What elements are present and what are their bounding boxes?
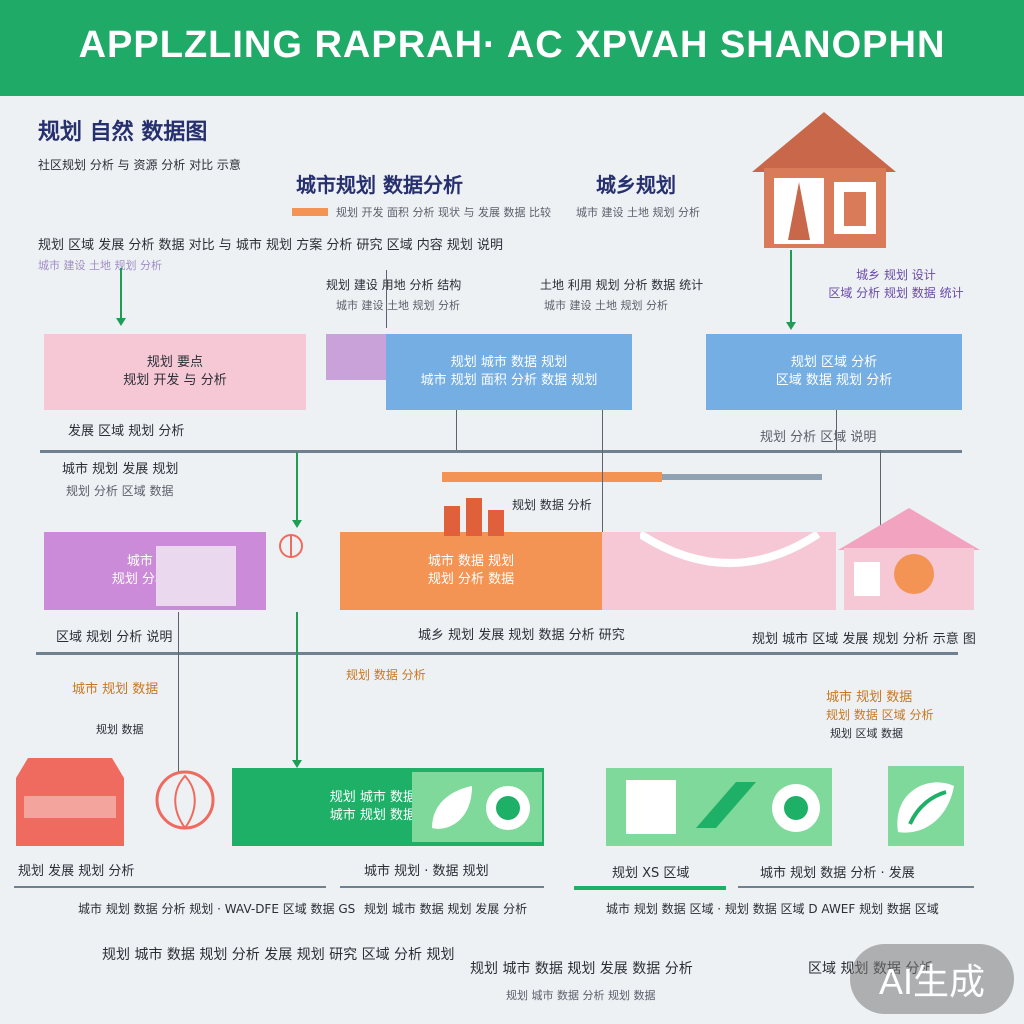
bottom-subline-2: 规划 城市 数据 规划 发展 分析 xyxy=(364,902,528,916)
house-caption-1: 城乡 规划 设计 xyxy=(856,268,936,282)
row1-label-right: 规划 分析 区域 说明 xyxy=(760,430,877,445)
bottom-label-2: 城市 规划 · 数据 规划 xyxy=(364,864,489,879)
footer-subline: 规划 城市 数据 分析 规划 数据 xyxy=(506,989,656,1002)
divider-line xyxy=(14,886,326,888)
connector-line xyxy=(836,410,837,450)
connector-arrow xyxy=(116,268,126,326)
bottom-label-3: 规划 XS 区域 xyxy=(612,866,690,881)
row2-note-1: 城市 规划 发展 规划 xyxy=(62,462,179,477)
row1-box-blue-line2: 城市 规划 面积 分析 数据 规划 xyxy=(420,373,598,388)
column-subtitle-2: 城市 建设 土地 规划 分析 xyxy=(576,206,700,219)
column-title-2: 城乡规划 xyxy=(596,173,676,197)
tree-icon xyxy=(888,766,964,846)
plant-icon xyxy=(155,770,215,830)
bottom-label-1: 规划 发展 规划 分析 xyxy=(18,864,135,879)
row3-note-2: 规划 数据 xyxy=(96,723,144,736)
row1-box-blue-2: 规划 区域 分析 区域 数据 规划 分析 xyxy=(706,334,962,410)
bottom-subline-3: 城市 规划 数据 区域 · 规划 数据 区域 D AWEF 规划 数据 区域 xyxy=(606,902,939,916)
row2-box-orange: 城市 数据 规划 规划 分析 数据 xyxy=(340,532,602,610)
house-icon xyxy=(752,112,896,248)
row2-label-center: 城乡 规划 发展 规划 数据 分析 研究 xyxy=(418,628,625,643)
mid-subnote-1: 城市 建设 土地 规划 分析 xyxy=(336,299,460,312)
divider-line xyxy=(738,886,974,888)
progress-accent xyxy=(442,472,662,482)
divider-line-green xyxy=(574,886,726,890)
row2-inset xyxy=(156,546,236,606)
description-line-2: 城市 建设 土地 规划 分析 xyxy=(38,259,162,272)
bottom-subline-1: 城市 规划 数据 分析 规划 · WAV-DFE 区域 数据 GS xyxy=(78,902,356,916)
row1-box-violet xyxy=(326,334,388,380)
connector-line xyxy=(386,270,387,328)
row3-right-3: 规划 区域 数据 xyxy=(830,727,903,740)
connector-arrow xyxy=(292,612,302,768)
page-title: APPLZLING RAPRAH· AC XPVAH SHANOPHN xyxy=(78,24,946,66)
connector-line xyxy=(880,450,881,532)
row1-box-pink: 规划 要点 规划 开发 与 分析 xyxy=(44,334,306,410)
row1-box-pink-line2: 规划 开发 与 分析 xyxy=(123,373,227,388)
column-subtitle-1: 规划 开发 面积 分析 现状 与 发展 数据 比较 xyxy=(336,206,551,219)
divider-line xyxy=(36,652,958,655)
footer-line-2: 规划 城市 数据 规划 发展 数据 分析 xyxy=(470,961,693,977)
row2-box-orange-line1: 城市 数据 规划 xyxy=(427,554,515,569)
row2-label-right: 规划 城市 区域 发展 规划 分析 示意 图 xyxy=(752,632,976,647)
divider-line xyxy=(340,886,544,888)
connector-line xyxy=(178,612,179,772)
divider-line xyxy=(40,450,962,453)
progress-track xyxy=(662,474,822,480)
description-line: 规划 区域 发展 分析 数据 对比 与 城市 规划 方案 分析 研究 区域 内容… xyxy=(38,238,503,253)
row2-box-orange-line2: 规划 分析 数据 xyxy=(427,572,515,587)
house-icon-pink xyxy=(838,508,980,610)
connector-arrow xyxy=(786,250,796,330)
bottom-label-4: 城市 规划 数据 分析 · 发展 xyxy=(760,866,915,881)
row1-box-blue-2-line1: 规划 区域 分析 xyxy=(790,355,878,370)
row2-label-left: 区域 规划 分析 说明 xyxy=(56,630,173,645)
connector-line xyxy=(456,410,457,450)
row1-box-blue-line1: 规划 城市 数据 规划 xyxy=(450,355,568,370)
row1-label-left: 发展 区域 规划 分析 xyxy=(68,424,185,439)
accent-bar xyxy=(292,208,328,216)
connector-arrow xyxy=(292,452,302,528)
row3-right-2: 规划 数据 区域 分析 xyxy=(826,708,934,722)
row3-note-1: 城市 规划 数据 xyxy=(72,682,159,697)
column-title-1: 城市规划 数据分析 xyxy=(296,173,463,197)
building-icon xyxy=(444,498,504,536)
section-title: 规划 自然 数据图 xyxy=(38,120,208,145)
leaf-icon-white xyxy=(412,772,542,842)
row2-note-2: 规划 分析 区域 数据 xyxy=(66,484,174,498)
leaf-icon-green xyxy=(606,768,832,846)
connector-line xyxy=(602,410,603,532)
row3-right-1: 城市 规划 数据 xyxy=(826,690,913,705)
leaf-icon xyxy=(279,534,303,558)
row2-center-note: 规划 数据 分析 xyxy=(512,498,592,512)
row1-box-blue: 规划 城市 数据 规划 城市 规划 面积 分析 数据 规划 xyxy=(386,334,632,410)
mid-note-1: 规划 建设 用地 分析 结构 xyxy=(326,278,462,292)
row3-note-center: 规划 数据 分析 xyxy=(346,668,426,682)
house-caption-2: 区域 分析 规划 数据 统计 xyxy=(828,286,964,300)
mid-subnote-2: 城市 建设 土地 规划 分析 xyxy=(544,299,668,312)
curve-shape xyxy=(640,532,820,567)
footer-line-1: 规划 城市 数据 规划 分析 发展 规划 研究 区域 分析 规划 xyxy=(102,947,455,963)
row1-box-blue-2-line2: 区域 数据 规划 分析 xyxy=(775,373,893,388)
row1-box-pink-line1: 规划 要点 xyxy=(146,355,204,370)
ai-generated-watermark: AI生成 xyxy=(850,944,1014,1014)
station-icon xyxy=(16,758,124,846)
section-subtitle: 社区规划 分析 与 资源 分析 对比 示意 xyxy=(38,158,241,172)
header-banner xyxy=(0,0,1024,96)
mid-note-2: 土地 利用 规划 分析 数据 统计 xyxy=(540,278,704,292)
